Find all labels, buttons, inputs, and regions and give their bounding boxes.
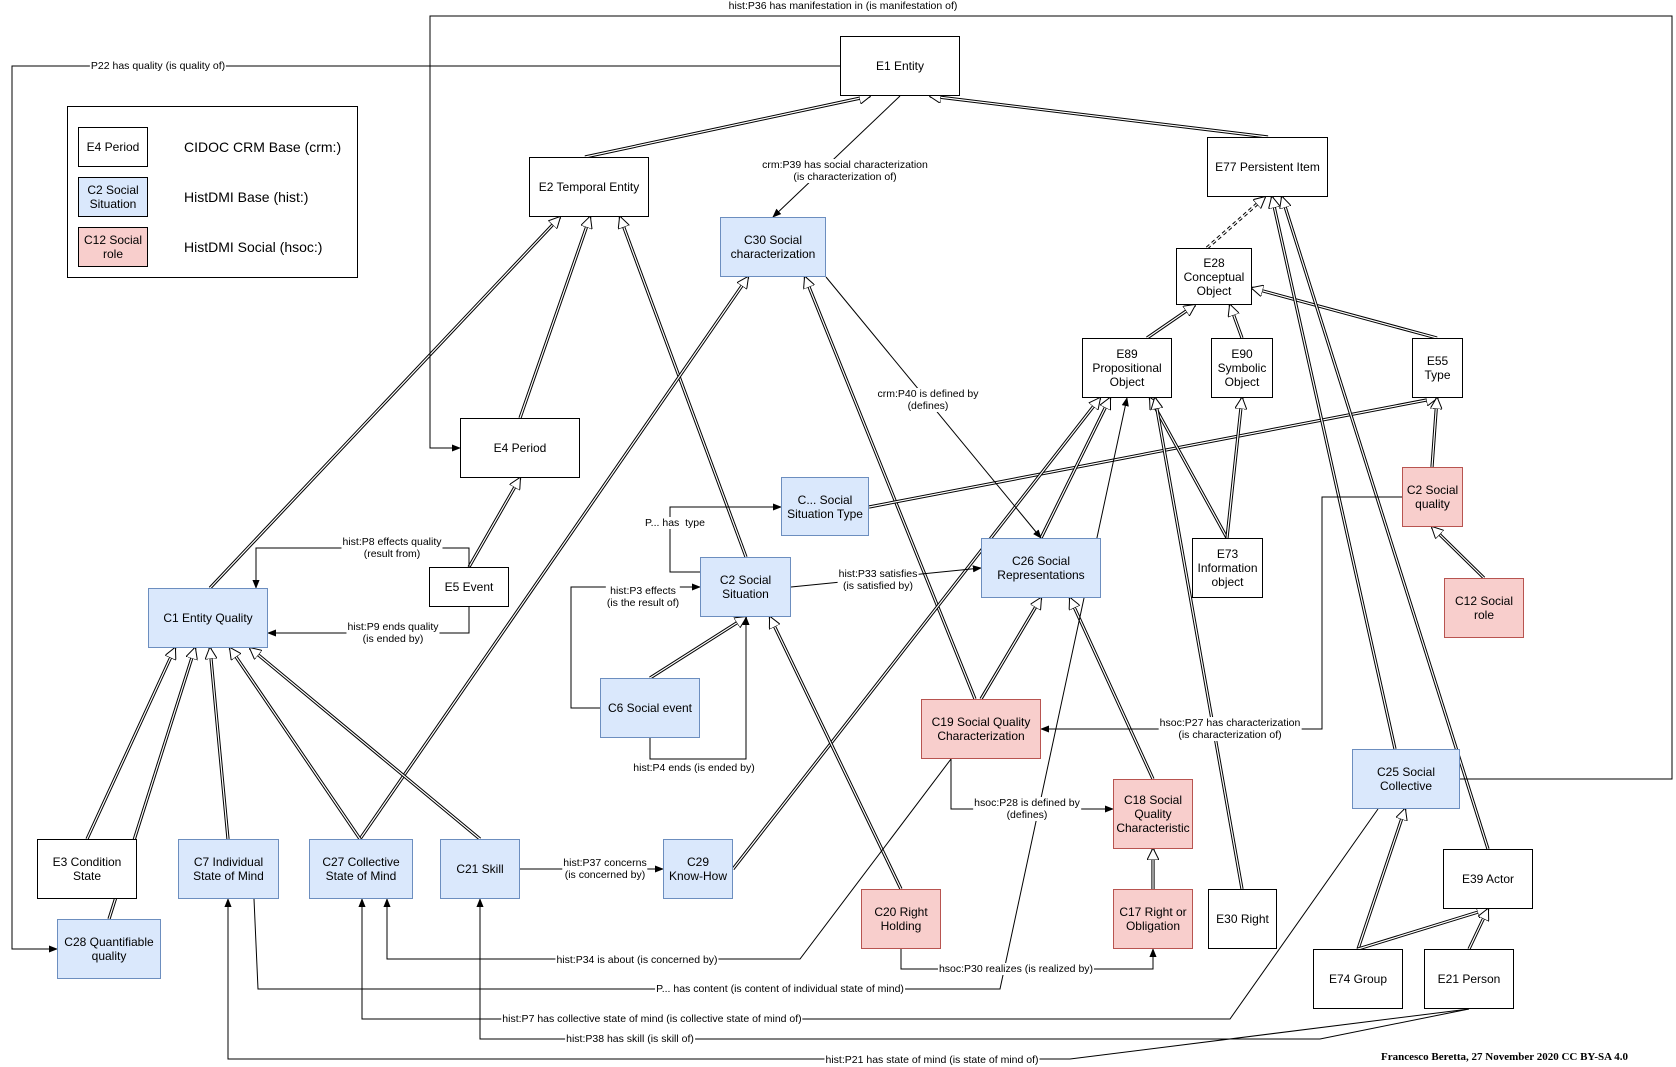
sub-e73-e90-inner	[1226, 398, 1242, 539]
sub-e39-e77-inner	[1282, 197, 1489, 850]
sub-e4-e2-inner	[519, 217, 590, 419]
sub-c12-c2q-inner	[1432, 527, 1485, 579]
sub-e73-e89-inner	[1150, 398, 1228, 539]
sub-e28-e77-inner	[1206, 197, 1265, 249]
edge-phas	[669, 503, 782, 573]
edge-p34	[383, 758, 952, 960]
sub-c20-c2-inner	[770, 617, 902, 890]
sub-c25-e77-inner	[1272, 197, 1396, 750]
sub-c19-c30-inner	[805, 277, 976, 700]
edge-p38	[476, 898, 1470, 1040]
sub-e5-e4-inner	[468, 478, 520, 568]
edge-p21	[224, 898, 1470, 1060]
sub-c1-e2-inner	[209, 217, 560, 589]
sub-e55-e28-inner	[1252, 288, 1438, 339]
edge-p22	[11, 65, 840, 953]
edge-pcontent	[253, 397, 1129, 990]
edge-p9	[267, 607, 470, 637]
sub-e74-c25-inner	[1357, 809, 1405, 950]
sub-e21-e39-inner	[1468, 909, 1488, 950]
edge-p28	[950, 759, 1114, 813]
sub-c26-e89-inner	[1040, 398, 1110, 539]
sub-e89-e28-inner	[1146, 305, 1195, 339]
sub-e77-e1-inner	[930, 96, 1269, 138]
sub-e3-c1-inner	[86, 648, 175, 840]
sub-e90-e28-inner	[1230, 305, 1243, 339]
sub-c6-c2-inner	[649, 617, 746, 679]
edge-p39	[772, 95, 901, 218]
sub-c21-c1-inner	[250, 648, 481, 840]
edge-p7	[358, 808, 1379, 1020]
sub-c19-c26-inner	[980, 598, 1041, 700]
edge-p36	[429, 15, 1673, 780]
sub-c27-c30-inner	[359, 277, 748, 840]
edge-p3	[570, 583, 701, 709]
edge-p4	[649, 616, 750, 760]
edge-p33	[790, 565, 982, 588]
sub-cst-e55-inner	[868, 398, 1437, 508]
sub-c18-c26-inner	[1070, 598, 1154, 780]
credit-line: Francesco Beretta, 27 November 2020 CC B…	[1381, 1051, 1628, 1063]
edge-p8	[252, 547, 470, 589]
sub-c7-c1-inner	[210, 648, 229, 840]
edge-p30	[900, 948, 1157, 970]
sub-e2-e1-inner	[584, 96, 870, 158]
sub-e30-e89-inner	[1155, 398, 1243, 890]
sub-c27-c1-inner	[230, 648, 361, 840]
sub-c2-e2-inner	[620, 217, 747, 558]
sub-e74-e39-inner	[1357, 909, 1488, 950]
sub-c29-e89-inner	[732, 398, 1100, 870]
sub-c28-c1-inner	[108, 648, 195, 920]
sub-c2q-e55-inner	[1432, 398, 1437, 468]
